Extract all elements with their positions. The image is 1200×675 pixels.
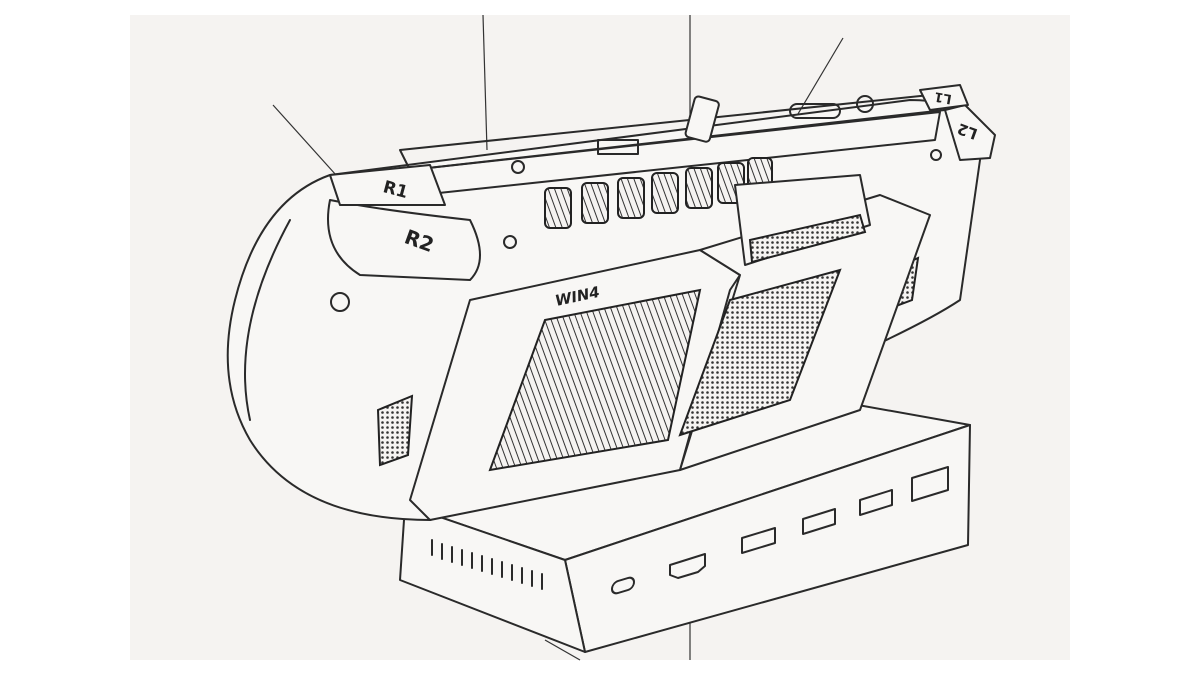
ethernet-port bbox=[911, 466, 949, 502]
l2-label: L2 bbox=[955, 119, 980, 143]
top-buttons bbox=[511, 95, 874, 174]
usb-c-port bbox=[611, 576, 635, 595]
usb-a-port-3 bbox=[859, 489, 893, 516]
dock-ports bbox=[611, 466, 949, 595]
l1-label: L1 bbox=[933, 88, 953, 106]
dock-stand: WIN4 bbox=[409, 174, 931, 521]
usb-a-port-1 bbox=[741, 527, 776, 554]
usb-a-port-2 bbox=[802, 508, 836, 535]
hdmi-port bbox=[669, 553, 706, 579]
r1-bumper bbox=[329, 164, 446, 206]
l1-bumper bbox=[919, 84, 969, 111]
left-vent-panel bbox=[488, 288, 702, 472]
right-vent-panel bbox=[678, 268, 842, 437]
left-speaker-grill bbox=[376, 394, 414, 467]
r2-trigger bbox=[327, 199, 481, 281]
dock-vents bbox=[431, 539, 543, 590]
dock bbox=[399, 399, 971, 653]
top-vent-panel bbox=[748, 213, 867, 264]
